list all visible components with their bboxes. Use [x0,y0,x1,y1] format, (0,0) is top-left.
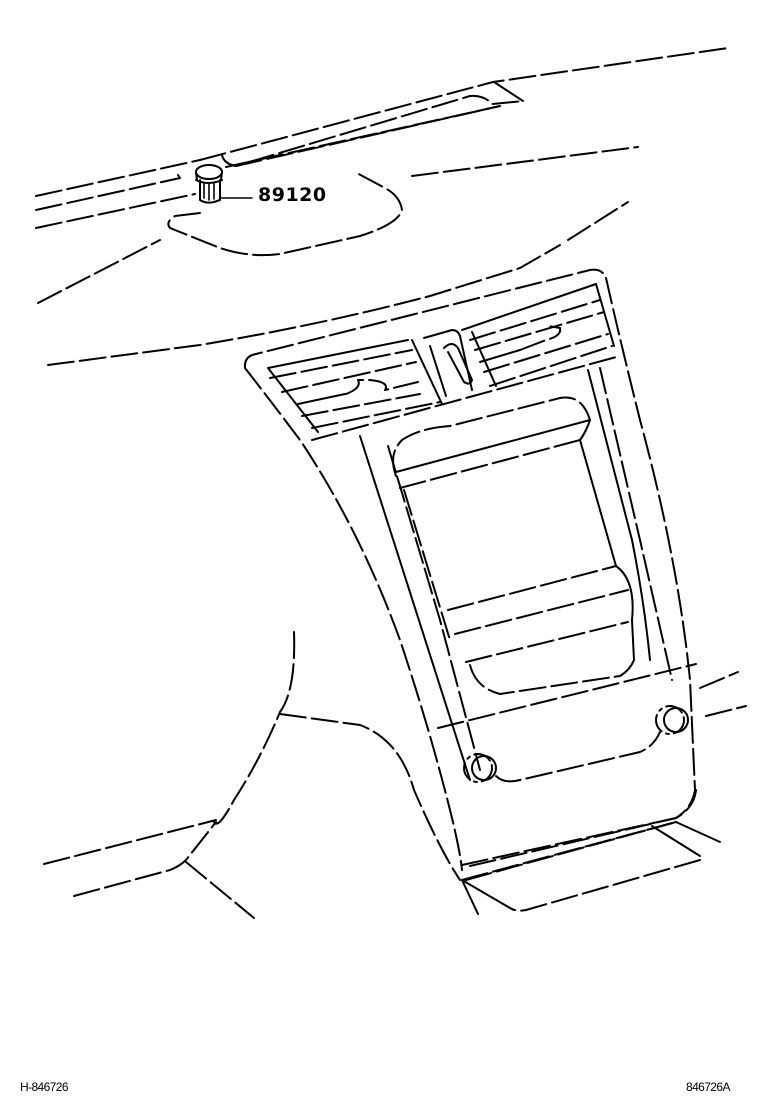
sensor-part[interactable] [195,164,223,204]
center-console-bezel [243,268,696,881]
cluster-hood [37,146,639,366]
lower-console-shelf [461,821,721,915]
driver-side-dash [43,631,461,919]
dashboard-top-edge [35,47,729,229]
illustration-code-left: H-846726 [20,1080,69,1094]
lower-control-panel [437,663,747,867]
display-panel [359,367,673,781]
illustration-code-right: 846726A [686,1080,730,1094]
part-number-callout[interactable]: 89120 [258,184,327,206]
air-vents [267,283,621,441]
